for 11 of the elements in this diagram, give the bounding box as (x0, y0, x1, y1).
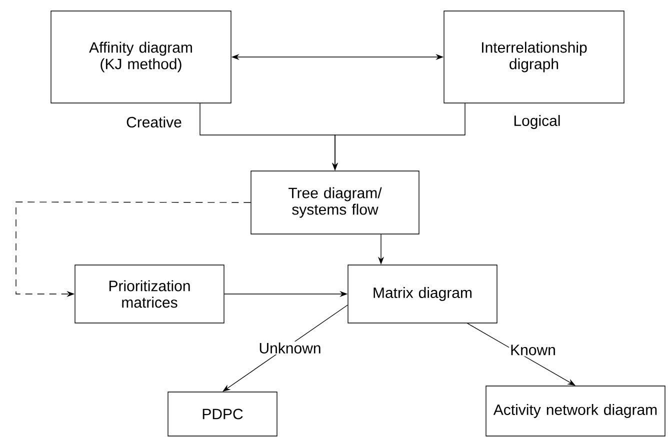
edge-label: Unknown (258, 342, 322, 355)
edge-label: Known (509, 344, 557, 356)
process-box: Interrelationship digraph (444, 10, 624, 104)
process-box: PDPC (168, 392, 278, 436)
side-label: Logical (514, 115, 560, 129)
process-box: Activity network diagram (486, 386, 666, 436)
side-label: Creative (126, 116, 182, 128)
process-box: Tree diagram/ systems flow (250, 170, 420, 234)
process-box: Matrix diagram (348, 264, 498, 324)
process-box: Affinity diagram (KJ method) (50, 10, 232, 104)
process-box: Prioritization matrices (74, 264, 224, 324)
